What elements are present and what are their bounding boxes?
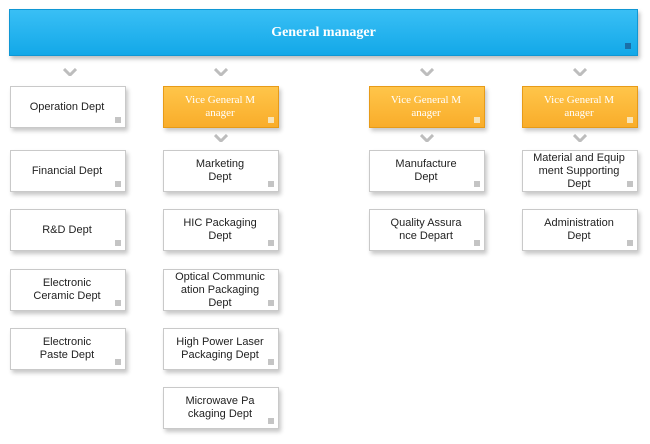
dept-box-operation: Operation Dept	[10, 86, 126, 128]
dept-label: HIC Packaging Dept	[183, 217, 257, 242]
chevron-down-icon	[63, 68, 77, 76]
dept-label: Optical Communic ation Packaging Dept	[175, 270, 265, 309]
dept-box-marketing: Marketing Dept	[163, 150, 279, 192]
corner-marker	[625, 43, 631, 49]
chevron-down-icon	[573, 134, 587, 142]
corner-marker	[268, 418, 274, 424]
dept-box-electronic-paste: Electronic Paste Dept	[10, 328, 126, 370]
corner-marker	[474, 181, 480, 187]
corner-marker	[115, 359, 121, 365]
corner-marker	[115, 240, 121, 246]
dept-box-administration: Administration Dept	[522, 209, 638, 251]
dept-box-material-equipment-supporting: Material and Equip ment Supporting Dept	[522, 150, 638, 192]
dept-box-quality-assurance: Quality Assura nce Depart	[369, 209, 485, 251]
dept-box-microwave-packaging: Microwave Pa ckaging Dept	[163, 387, 279, 429]
vice-general-manager-label: Vice General M anager	[390, 94, 462, 119]
chevron-down-icon	[214, 68, 228, 76]
dept-box-high-power-laser-packaging: High Power Laser Packaging Dept	[163, 328, 279, 370]
corner-marker	[268, 240, 274, 246]
dept-label: Microwave Pa ckaging Dept	[185, 395, 255, 420]
dept-label: Electronic Ceramic Dept	[33, 277, 101, 302]
general-manager-label: General manager	[271, 24, 376, 40]
corner-marker	[268, 117, 274, 123]
dept-label: Quality Assura nce Depart	[390, 217, 462, 242]
dept-label: Financial Dept	[31, 164, 103, 177]
dept-label: Manufacture Dept	[395, 158, 457, 183]
general-manager-box: General manager	[9, 9, 638, 56]
chevron-down-icon	[420, 134, 434, 142]
corner-marker	[268, 359, 274, 365]
dept-label: Electronic Paste Dept	[39, 336, 95, 361]
vice-general-manager-box: Vice General M anager	[522, 86, 638, 128]
dept-box-manufacture: Manufacture Dept	[369, 150, 485, 192]
dept-label: Material and Equip ment Supporting Dept	[533, 151, 625, 190]
corner-marker	[268, 300, 274, 306]
corner-marker	[115, 181, 121, 187]
corner-marker	[268, 181, 274, 187]
chevron-down-icon	[214, 134, 228, 142]
dept-box-optical-communication-packaging: Optical Communic ation Packaging Dept	[163, 269, 279, 311]
vice-general-manager-label: Vice General M anager	[184, 94, 256, 119]
corner-marker	[627, 117, 633, 123]
dept-label: R&D Dept	[42, 223, 92, 236]
dept-box-financial: Financial Dept	[10, 150, 126, 192]
dept-label: Operation Dept	[29, 100, 105, 113]
vice-general-manager-box: Vice General M anager	[369, 86, 485, 128]
dept-label: Marketing Dept	[195, 158, 245, 183]
dept-label: High Power Laser Packaging Dept	[176, 336, 264, 361]
corner-marker	[627, 181, 633, 187]
vice-general-manager-box: Vice General M anager	[163, 86, 279, 128]
corner-marker	[474, 117, 480, 123]
chevron-down-icon	[420, 68, 434, 76]
chevron-down-icon	[573, 68, 587, 76]
corner-marker	[115, 300, 121, 306]
vice-general-manager-label: Vice General M anager	[543, 94, 615, 119]
corner-marker	[115, 117, 121, 123]
dept-box-hic-packaging: HIC Packaging Dept	[163, 209, 279, 251]
dept-box-rnd: R&D Dept	[10, 209, 126, 251]
corner-marker	[474, 240, 480, 246]
dept-label: Administration Dept	[544, 217, 614, 242]
corner-marker	[627, 240, 633, 246]
dept-box-electronic-ceramic: Electronic Ceramic Dept	[10, 269, 126, 311]
